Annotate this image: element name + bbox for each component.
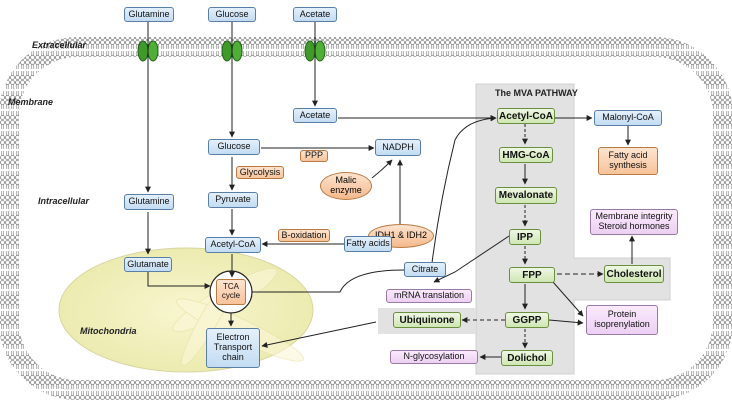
citrate-node: Citrate	[404, 262, 446, 277]
fpp-node: FPP	[509, 267, 555, 283]
extracellular-glutamine: Glutamine	[124, 7, 174, 22]
malonyl-coa-node: Malonyl-CoA	[594, 110, 662, 126]
extracellular-acetate: Acetate	[293, 7, 337, 22]
nadph-node: NADPH	[375, 139, 421, 156]
ubiquinone-node: Ubiquinone	[393, 312, 461, 328]
ggpp-node: GGPP	[505, 312, 549, 328]
electron-transport-chain-node: Electron Transport chain	[206, 328, 260, 368]
membrane-integrity-node: Membrane integrity Steroid hormones	[590, 209, 678, 235]
fatty-acid-synthesis-node: Fatty acid synthesis	[598, 147, 658, 175]
pathway-arrows	[145, 22, 635, 360]
mva-acetyl-coa: Acetyl-CoA	[497, 108, 555, 124]
cytosol-glucose: Glucose	[208, 139, 260, 155]
cholesterol-node: Cholesterol	[604, 265, 664, 283]
n-glycosylation-node: N-glycosylation	[390, 350, 478, 364]
mrna-translation-node: mRNA translation	[386, 289, 472, 303]
dolichol-node: Dolichol	[501, 350, 553, 366]
hmg-coa-node: HMG-CoA	[499, 147, 553, 163]
tca-cycle-node: TCA cycle	[216, 279, 246, 305]
region-label-extracellular: Extracellular	[32, 40, 87, 50]
region-label-membrane: Membrane	[8, 97, 54, 107]
cytosol-glutamine: Glutamine	[124, 194, 174, 210]
glycolysis-label: Glycolysis	[236, 166, 284, 179]
mevalonate-node: Mevalonate	[495, 187, 557, 204]
cytosol-acetate: Acetate	[293, 108, 337, 123]
fatty-acids-node: Fatty acids	[344, 236, 392, 252]
region-label-intracellular: Intracellular	[38, 196, 90, 206]
membrane-channel-acetate	[304, 40, 326, 62]
b-oxidation-label: B-oxidation	[278, 229, 330, 242]
cell-membrane	[0, 37, 732, 400]
ppp-label: PPP	[300, 150, 328, 162]
malic-enzyme-node: Malic enzyme	[320, 172, 372, 200]
glutamate-node: Glutamate	[124, 257, 172, 272]
cytosol-acetyl-coa: Acetyl-CoA	[205, 237, 261, 253]
pyruvate-node: Pyruvate	[208, 192, 258, 208]
extracellular-glucose: Glucose	[208, 7, 256, 22]
region-label-mitochondria: Mitochondria	[80, 326, 137, 336]
protein-isoprenylation-node: Protein isoprenylation	[586, 305, 658, 335]
ipp-node: IPP	[509, 229, 541, 245]
mva-pathway-title: The MVA PATHWAY	[495, 88, 578, 98]
